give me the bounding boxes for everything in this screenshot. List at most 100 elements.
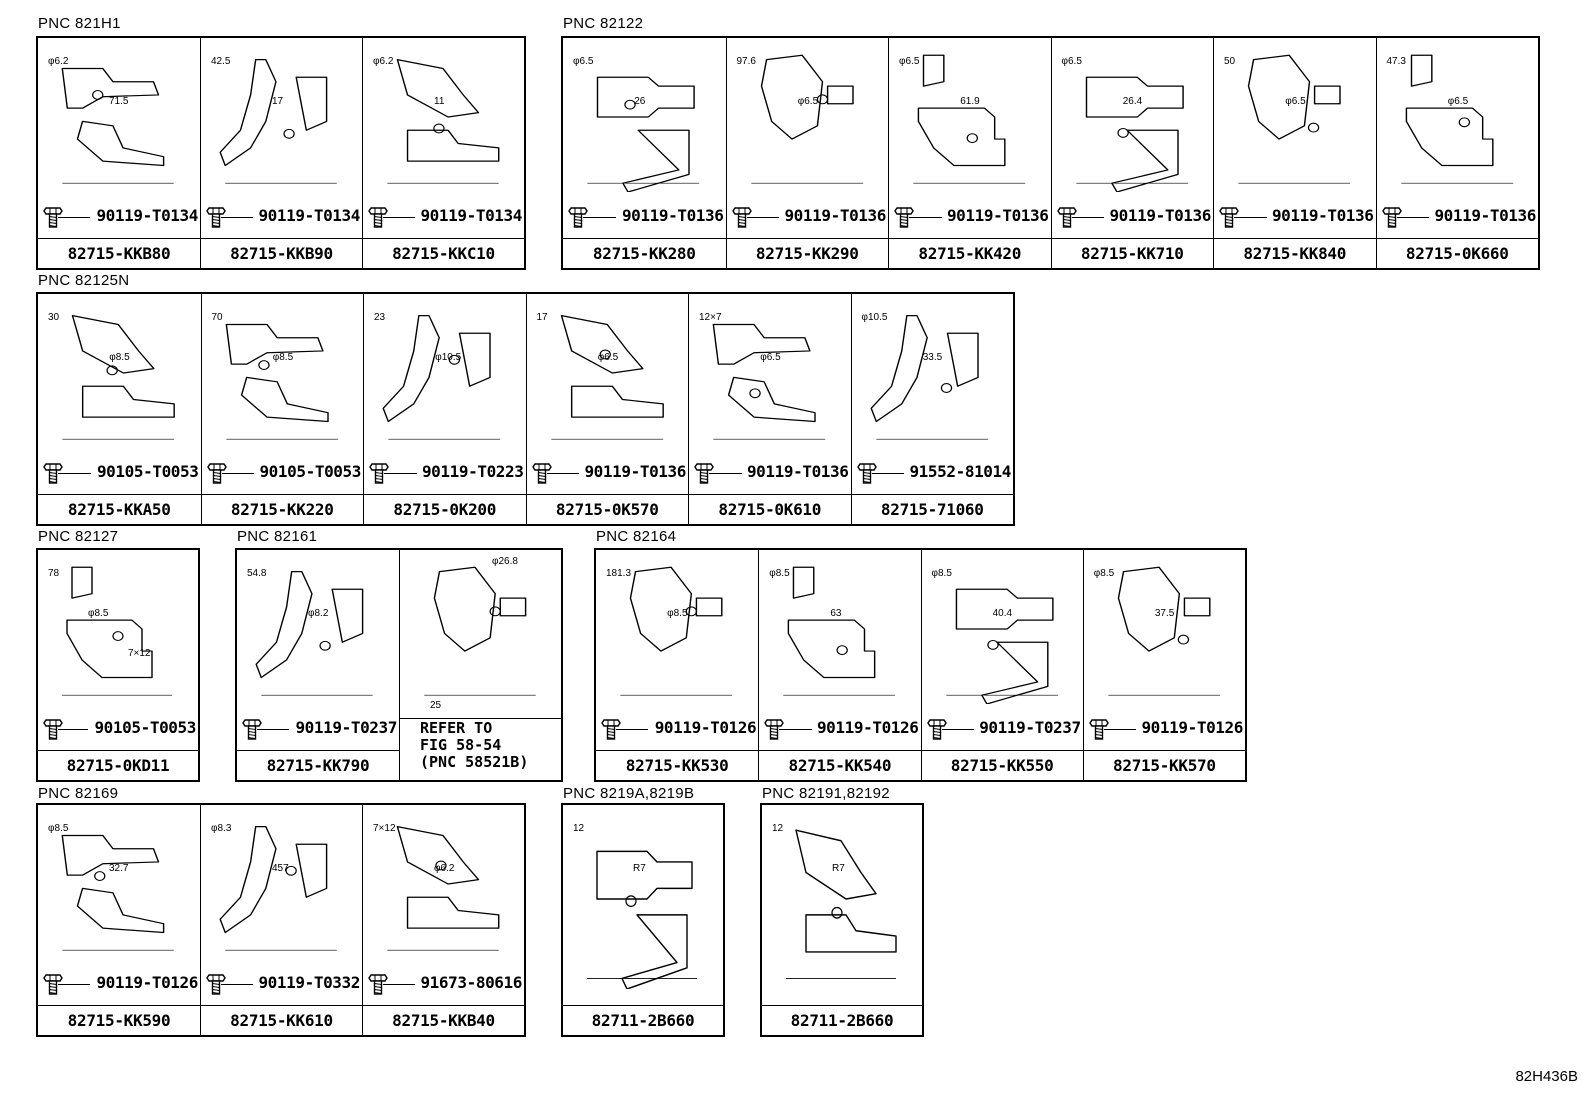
part-drawing <box>1056 42 1210 197</box>
bolt-part-number[interactable]: 90105-T0053 <box>94 718 196 737</box>
bolt-part-number[interactable]: 90119-T0136 <box>584 462 686 481</box>
bolt-part-number[interactable]: 90119-T0136 <box>784 206 886 225</box>
dimension-label: R7 <box>832 863 845 874</box>
part-number[interactable]: 82715-71060 <box>880 500 984 519</box>
dimension-label: φ8.5 <box>48 823 69 834</box>
part-number[interactable]: 82715-KKC10 <box>392 244 495 263</box>
bolt-part-number[interactable]: 90119-T0134 <box>96 206 198 225</box>
bolt-part-number[interactable]: 90119-T0223 <box>421 462 524 481</box>
leader-line <box>1234 217 1267 218</box>
part-number[interactable]: 82715-0K610 <box>718 500 822 519</box>
bolt-part-number[interactable]: 90119-T0134 <box>258 206 360 225</box>
cell-divider <box>563 238 726 239</box>
bolt-part-number[interactable]: 90119-T0136 <box>1434 206 1536 225</box>
bolt-part-number[interactable]: 90119-T0136 <box>621 206 724 225</box>
part-number[interactable]: 82715-KK290 <box>755 244 859 263</box>
part-number[interactable]: 82715-KK840 <box>1243 244 1347 263</box>
part-number[interactable]: 82715-KKB80 <box>67 244 171 263</box>
part-number[interactable]: 82715-0K570 <box>555 500 659 519</box>
cell-divider <box>526 494 688 495</box>
bolt-part-number[interactable]: 90119-T0126 <box>654 718 757 737</box>
cell-divider <box>689 494 851 495</box>
bolt-part-number[interactable]: 90119-T0136 <box>1271 206 1374 225</box>
dimension-label: 50 <box>1224 56 1236 67</box>
refer-note[interactable]: REFER TO FIG 58-54 (PNC 58521B) <box>420 719 529 771</box>
part-number[interactable]: 82715-KK590 <box>67 1011 171 1030</box>
part-number[interactable]: 82715-KK570 <box>1113 756 1216 775</box>
dimension-label: 37.5 <box>1154 608 1175 619</box>
cell-divider <box>364 494 526 495</box>
part-number[interactable]: 82715-KK280 <box>592 244 696 263</box>
part-number[interactable]: 82715-KKB90 <box>230 244 333 263</box>
part-number[interactable]: 82715-0K660 <box>1405 244 1509 263</box>
part-drawing <box>766 809 918 994</box>
bolt-part-number[interactable]: 90119-T0136 <box>746 462 849 481</box>
part-number[interactable]: 82715-KK530 <box>625 756 729 775</box>
bolt-part-number[interactable]: 90119-T0237 <box>295 718 397 737</box>
part-number[interactable]: 82715-KKB40 <box>392 1011 495 1030</box>
part-number[interactable]: 82711-2B660 <box>790 1011 894 1030</box>
leader-line <box>221 984 253 985</box>
part-drawing <box>693 298 847 453</box>
bolt-part-number[interactable]: 90119-T0134 <box>420 206 522 225</box>
part-drawing <box>731 42 885 197</box>
part-number[interactable]: 82715-KK420 <box>918 244 1022 263</box>
bolt-part-number[interactable]: 90119-T0126 <box>1141 718 1243 737</box>
dimension-label: 61.9 <box>960 96 980 107</box>
part-drawing <box>368 298 522 453</box>
part-number[interactable]: 82715-KK220 <box>230 500 334 519</box>
bolt-part-number[interactable]: 90119-T0126 <box>816 718 919 737</box>
bolt-part-number[interactable]: 91673-80616 <box>420 973 522 992</box>
part-number[interactable]: 82711-2B660 <box>591 1011 695 1030</box>
part-number[interactable]: 82715-KK710 <box>1080 244 1184 263</box>
bolt-part-number[interactable]: 90105-T0053 <box>259 462 361 481</box>
part-number[interactable]: 82715-KKA50 <box>67 500 171 519</box>
part-number[interactable]: 82715-0K200 <box>393 500 497 519</box>
part-number[interactable]: 82715-KK550 <box>950 756 1054 775</box>
bolt-part-number[interactable]: 90119-T0136 <box>1109 206 1211 225</box>
bolt-part-number[interactable]: 90119-T0126 <box>96 973 198 992</box>
bolt-part-number[interactable]: 90119-T0237 <box>979 718 1081 737</box>
bolt-part-number[interactable]: 90119-T0332 <box>258 973 360 992</box>
bolt-part-number[interactable]: 90105-T0053 <box>96 462 199 481</box>
part-number[interactable]: 82715-KK790 <box>266 756 370 775</box>
bolt-part-number[interactable]: 91552-81014 <box>909 462 1011 481</box>
cell-divider <box>38 494 201 495</box>
dimension-label: φ6.5 <box>573 56 594 67</box>
dimension-label: φ8.5 <box>1093 568 1115 579</box>
part-cell[interactable]: φ8.5 37.5 90119-T0126 82715-KK570 <box>1082 550 1245 780</box>
dimension-label: 11 <box>434 96 445 107</box>
part-number[interactable]: 82715-0KD11 <box>66 756 170 775</box>
part-number[interactable]: 82715-KK610 <box>230 1011 333 1030</box>
part-number[interactable]: 82715-KK540 <box>788 756 892 775</box>
bolt-part-number[interactable]: 90119-T0136 <box>946 206 1049 225</box>
part-drawing <box>42 554 194 709</box>
